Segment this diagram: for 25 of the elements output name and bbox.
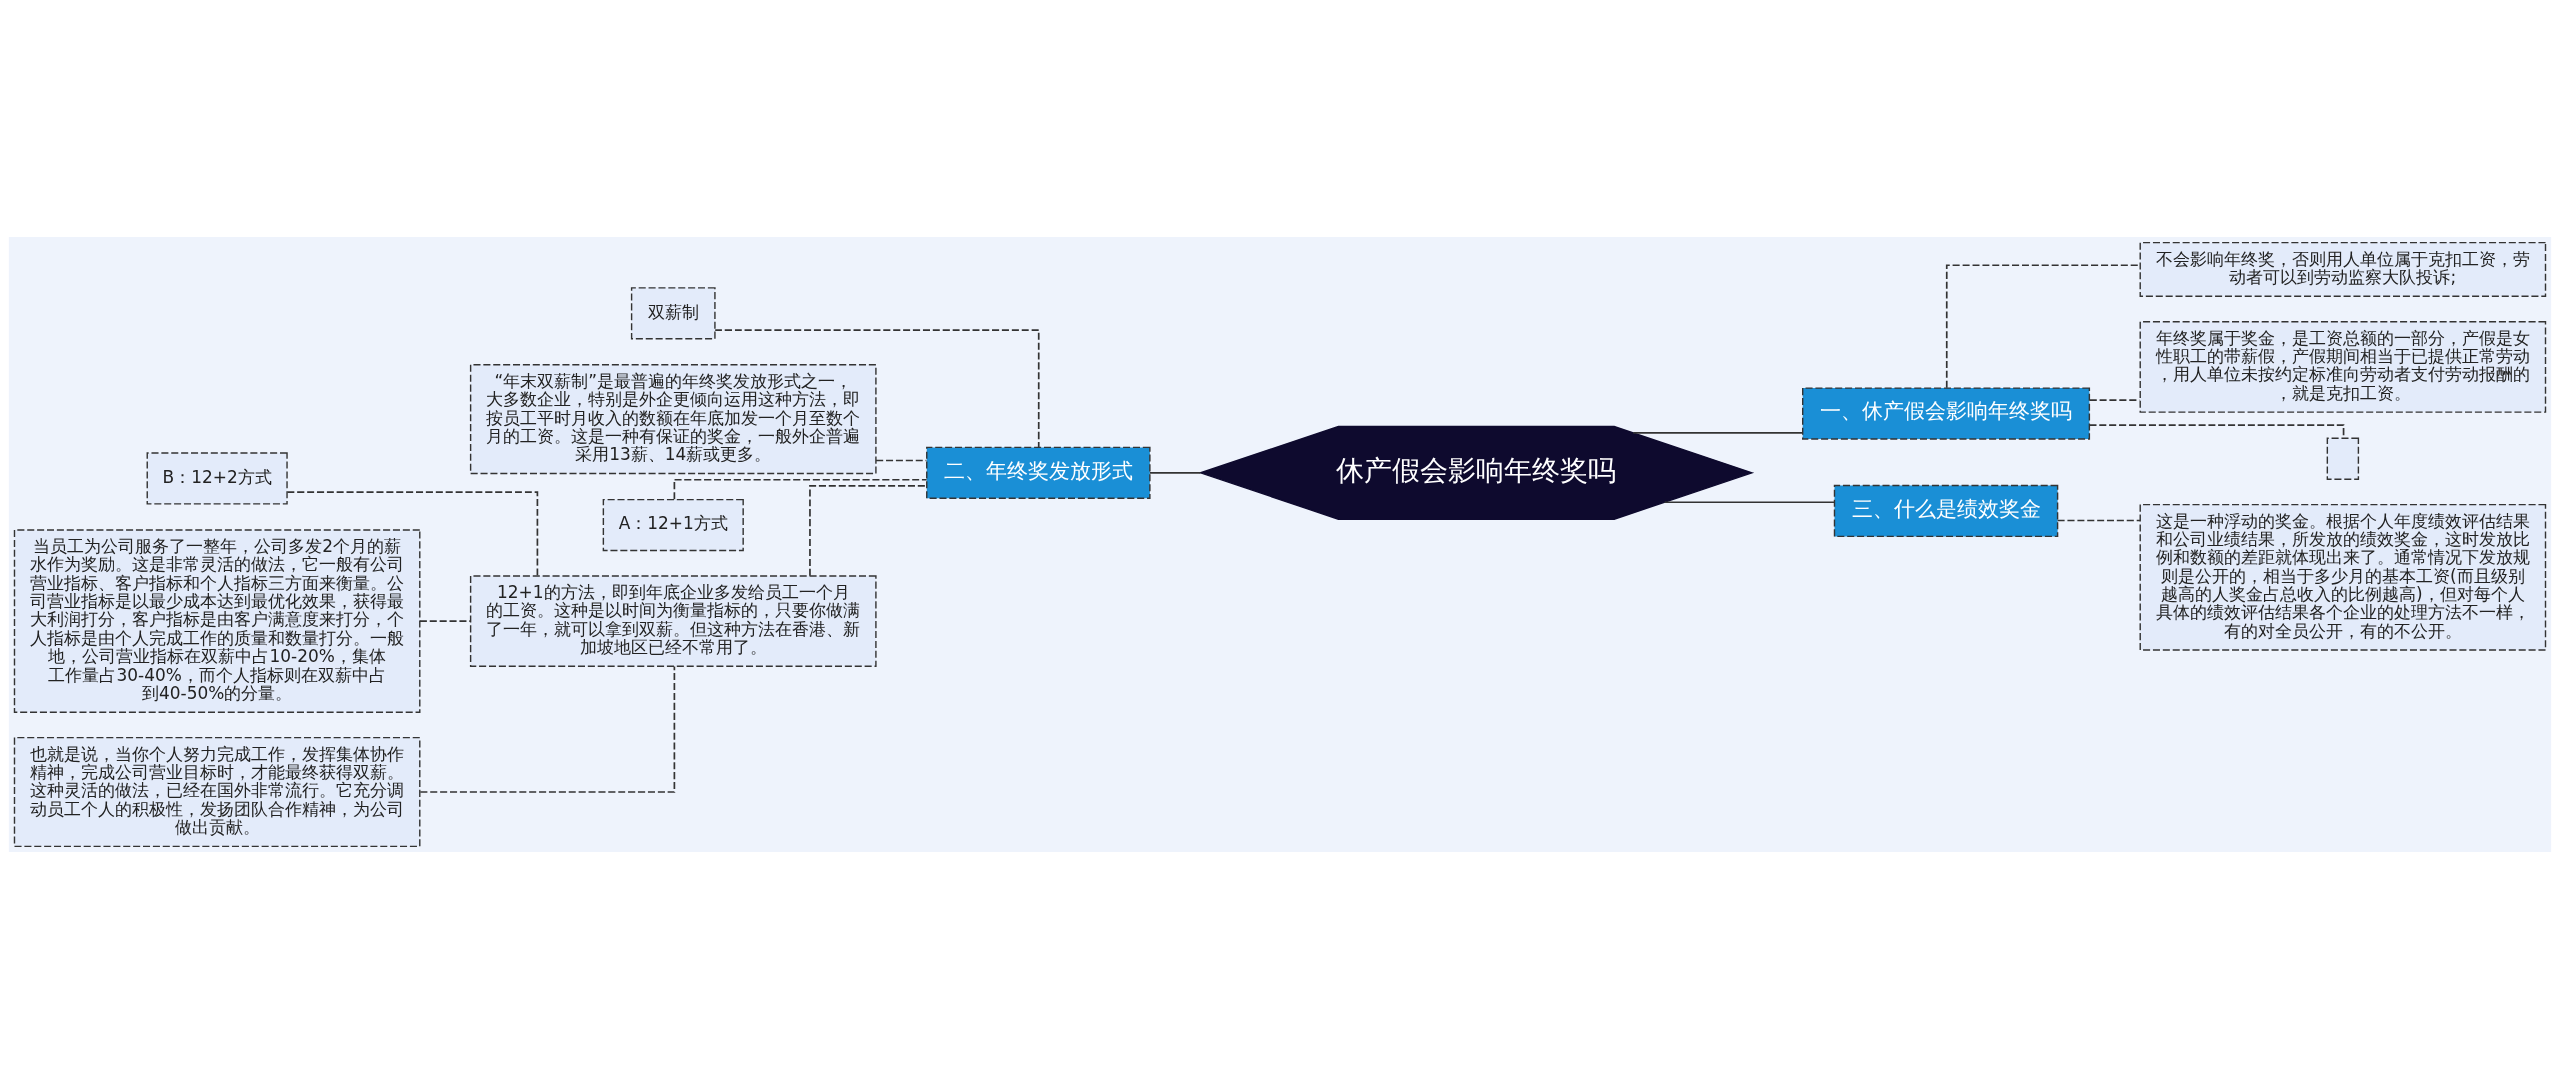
connector [1149, 472, 1202, 474]
node-box: 也就是说，当你个人努力完成工作，发挥集体协作精神，完成公司营业目标时，才能最终获得双薪。这种灵活的做法，已经在国外非常流行。它充分调动员工个人的积极性，发扬团队合作精神，为公司做出贡献。 [13, 736, 421, 848]
node-box: 12+1的方法，即到年底企业多发给员工一个月的工资。这种是以时间为衡量指标的，只要你做满了一年，就可以拿到双薪。但这种方法在香港、新加坡地区已经不常用了。 [469, 575, 877, 667]
connector [2056, 519, 2141, 522]
connector [286, 491, 539, 577]
node-box: B：12+2方式 [146, 452, 288, 505]
connector [419, 620, 472, 622]
connector [714, 329, 1040, 449]
connector [1663, 501, 1835, 504]
connector [1632, 432, 1804, 434]
node-box: 这是一种浮动的奖金。根据个人年度绩效评估结果和公司业绩结果，所发放的绩效奖金，这时发放比例和数额的差距就体现出来了。通常情况下发放规则是公开的，相当于多少月的基本工资(而且级别越高的人奖金占总收入的比例越高)，但对每个人具体的绩效评估结果各个企业的处理方法不一样，有的对全员公开，有的不公开。 [2139, 503, 2547, 651]
node-box: 当员工为公司服务了一整年，公司多发2个月的薪水作为奖励。这是非常灵活的做法，它一般有公司营业指标、客户指标和个人指标三方面来衡量。公司营业指标是以最少成本达到最优化效果，获得最大利润打分，客户指标是由客户满意度来打分，个人指标是由个人完成工作的质量和数量打分。一般地，公司营业指标在双薪中占10-20%，集体工作量占30-40%，而个人指标则在双薪中占到40-50%的分量。 [13, 529, 421, 713]
node-box: 双薪制 [630, 287, 716, 340]
connector [809, 485, 927, 577]
node-box: A：12+1方式 [602, 498, 744, 552]
connector [1945, 264, 2141, 389]
node-box: 一、休产假会影响年终奖吗 [1802, 387, 2091, 440]
node-box: “年末双薪制”是最普遍的年终奖发放形式之一，大多数企业，特别是外企更倾向运用这种方法，即按员工平时月收入的数额在年底加发一个月至数个月的工资。这是一种有保证的奖金，一般外企普遍采用13薪、14薪或更多。 [469, 364, 877, 475]
connector [419, 665, 676, 793]
node-box: 三、什么是绩效奖金 [1833, 484, 2059, 538]
connector [2089, 399, 2141, 401]
node-box: 不会影响年终奖，否则用人单位属于克扣工资，劳动者可以到劳动监察大队投诉; [2139, 241, 2547, 297]
node-box [2326, 437, 2360, 480]
node-box: 年终奖属于奖金，是工资总额的一部分，产假是女性职工的带薪假，产假期间相当于已提供正常劳动，用人单位未按约定标准向劳动者支付劳动报酬的，就是克扣工资。 [2139, 321, 2547, 413]
node-box: 二、年终奖发放形式 [926, 446, 1151, 499]
